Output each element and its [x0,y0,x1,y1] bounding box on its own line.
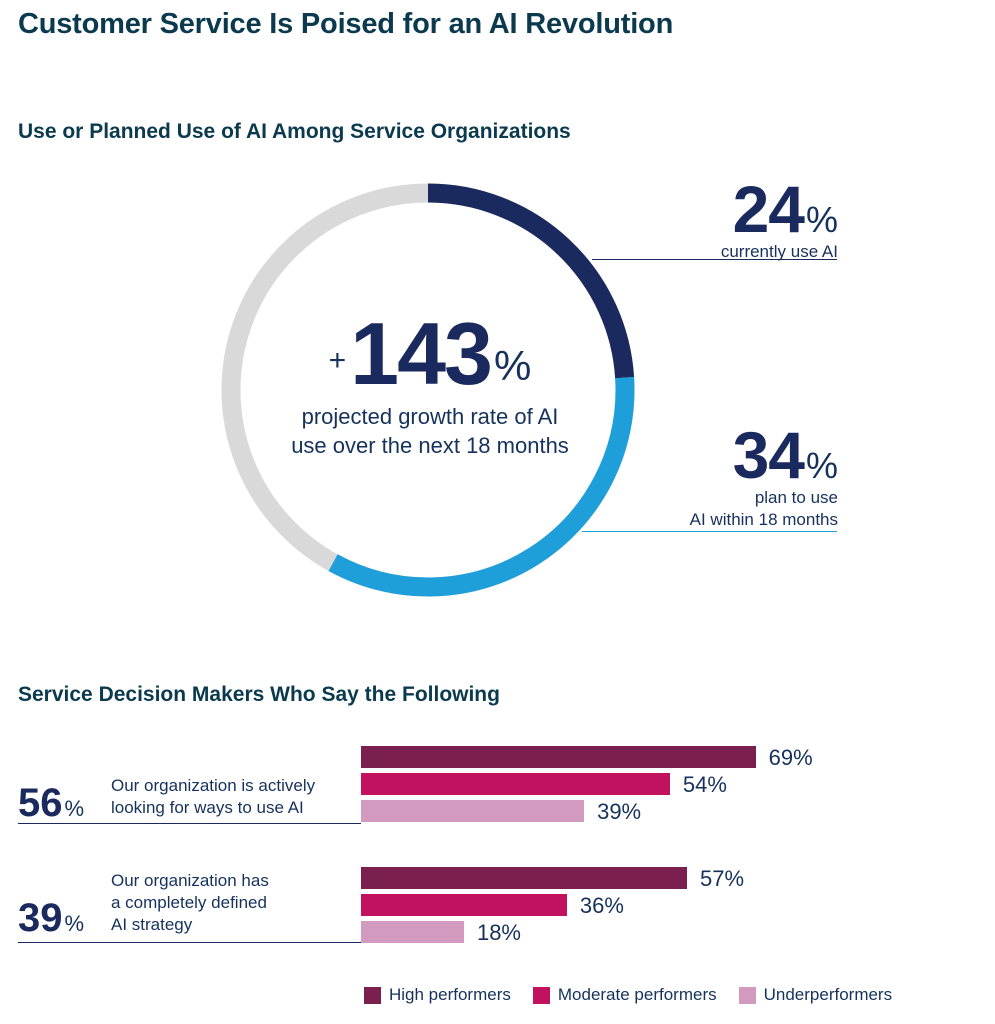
callout1-value: 24 [732,172,805,246]
stat-1-unit: % [64,796,85,821]
donut-center-stat: + 143 % projected growth rate of AI use … [270,304,590,460]
stat-1-rule [18,823,361,824]
bar-1-high-performers [361,746,756,768]
center-value: 143 [350,304,493,403]
callout2-leader-line [582,531,837,532]
bar-value-label: 54% [682,772,727,797]
legend-label-high: High performers [389,985,511,1004]
center-prefix: + [328,344,347,377]
stat-2-rule [18,942,361,943]
center-desc-line2: use over the next 18 months [291,433,569,458]
donut-segment-planned-use [328,377,635,597]
callout1-unit: % [805,199,838,240]
callout2-desc-line2: AI within 18 months [689,510,838,529]
bars-section-title: Service Decision Makers Who Say the Foll… [18,683,500,706]
stat-1-description: Our organization is actively looking for… [111,775,351,819]
legend-item-under: Underperformers [738,985,893,1005]
callout1-desc: currently use AI [720,242,838,261]
stat-2-description: Our organization has a completely define… [111,870,351,936]
stat-1-value: 56 [18,781,63,825]
center-unit: % [494,342,532,389]
bar-1-moderate-performers [361,773,670,795]
main-title: Customer Service Is Poised for an AI Rev… [18,8,674,40]
legend-label-under: Underperformers [763,985,893,1004]
legend-swatch-under [738,986,756,1004]
donut-chart [221,183,635,597]
legend-item-high: High performers [364,985,511,1005]
bar-value-label: 57% [700,866,745,891]
stat-2-unit: % [64,911,85,936]
stat-1-desc-line: Our organization is actively [111,776,316,795]
bar-value-label: 39% [597,799,642,824]
bar-value-label: 69% [768,745,813,770]
bar-value-label: 18% [476,920,521,945]
callout-planned-use: 34% plan to use AI within 18 months [578,422,838,531]
legend-item-moderate: Moderate performers [532,985,717,1005]
center-desc-line1: projected growth rate of AI [301,404,559,429]
legend-swatch-moderate [532,986,550,1004]
legend: High performers Moderate performers Unde… [364,985,914,1005]
stat-2-value: 39 [18,896,63,940]
stat-2-desc-line: Our organization has [111,871,269,890]
stat-1: 56% [18,783,84,823]
donut-section-title: Use or Planned Use of AI Among Service O… [18,120,571,143]
callout1-leader-line [592,259,837,260]
bar-value-label: 36% [579,893,624,918]
stat-1-desc-line: looking for ways to use AI [111,798,304,817]
stat-2: 39% [18,898,84,938]
callout2-desc-line1: plan to use [754,488,838,507]
bar-1-underperformers [361,800,585,822]
callout2-unit: % [805,445,838,486]
bar-2-moderate-performers [361,894,567,916]
callout2-value: 34 [732,418,805,492]
donut-segment-current-use [427,183,635,379]
bar-2-underperformers [361,921,464,943]
stat-2-desc-line: a completely defined [111,893,267,912]
legend-swatch-high [364,986,381,1004]
legend-label-moderate: Moderate performers [557,985,717,1004]
stat-2-desc-line: AI strategy [111,915,193,934]
callout-current-use: 24% currently use AI [578,176,838,263]
bar-2-high-performers [361,867,688,889]
